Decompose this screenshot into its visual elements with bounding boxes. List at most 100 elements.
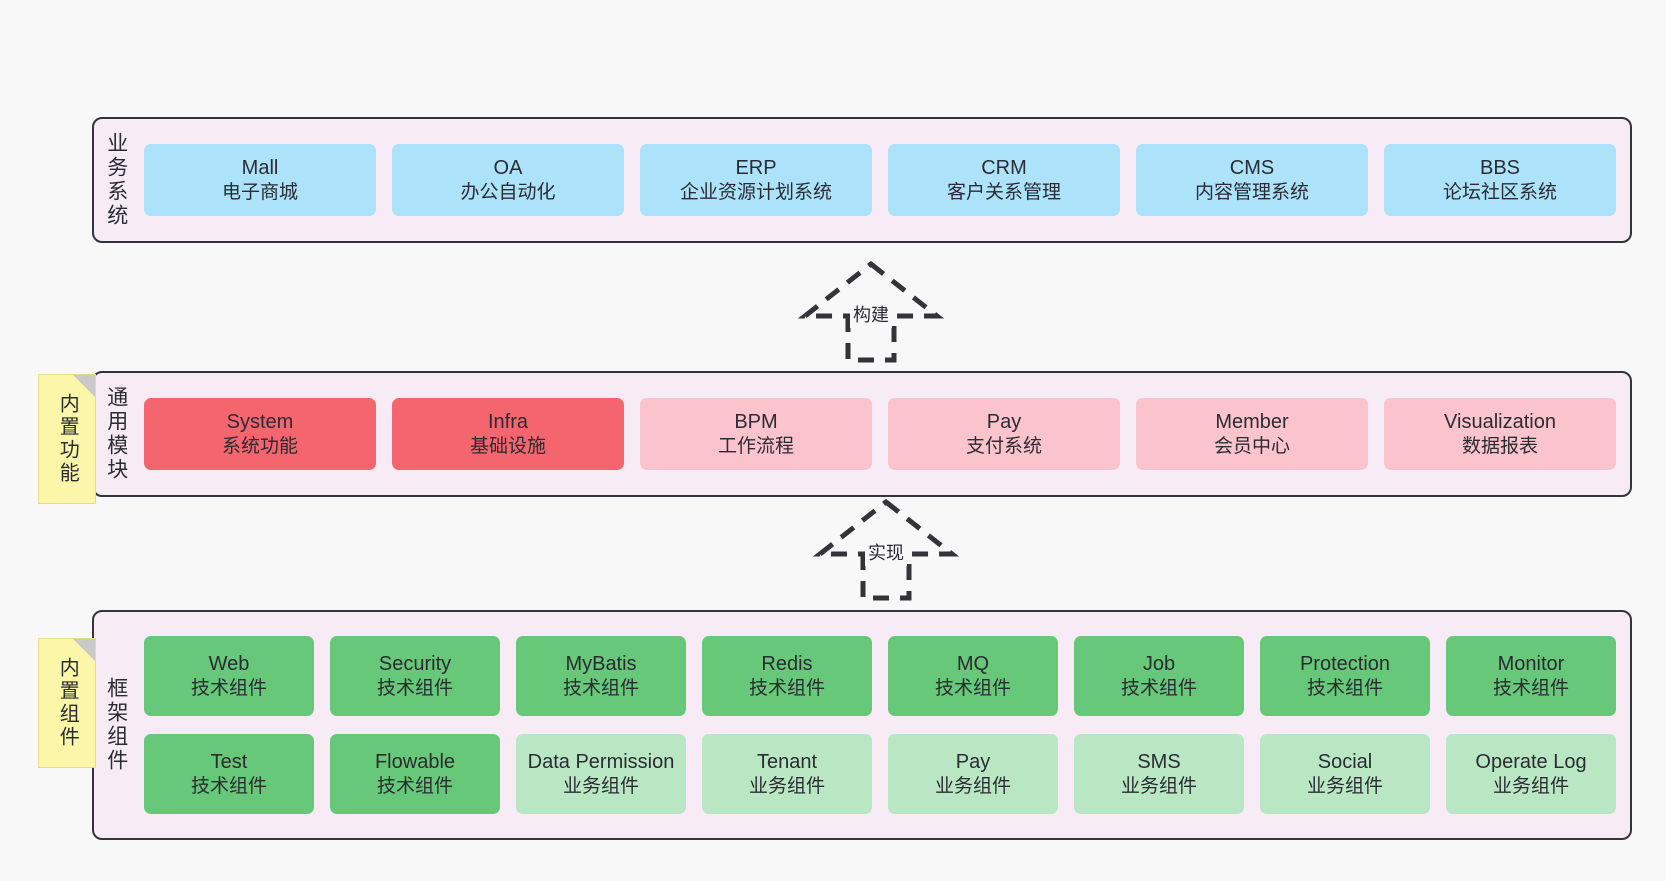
box-sms-name: SMS (1137, 750, 1180, 774)
layer-body-modules: System 系统功能 Infra 基础设施 BPM 工作流程 Pay 支付系统… (138, 373, 1630, 495)
box-mall[interactable]: Mall 电子商城 (144, 144, 376, 216)
box-bpm-name: BPM (734, 410, 777, 434)
box-pay-component-name: Pay (956, 750, 990, 774)
box-job[interactable]: Job 技术组件 (1074, 636, 1244, 716)
layer-framework-components: 框架组件 Web 技术组件 Security 技术组件 MyBatis 技术组件… (92, 610, 1632, 840)
row-business-1: Mall 电子商城 OA 办公自动化 ERP 企业资源计划系统 CRM 客户关系… (144, 144, 1616, 216)
box-flowable-name: Flowable (375, 750, 455, 774)
box-cms-desc: 内容管理系统 (1195, 181, 1309, 204)
row-framework-1: Web 技术组件 Security 技术组件 MyBatis 技术组件 Redi… (144, 636, 1616, 716)
layer-title-modules: 通用模块 (94, 373, 138, 495)
box-erp[interactable]: ERP 企业资源计划系统 (640, 144, 872, 216)
box-cms-name: CMS (1230, 156, 1274, 180)
box-web[interactable]: Web 技术组件 (144, 636, 314, 716)
box-mybatis[interactable]: MyBatis 技术组件 (516, 636, 686, 716)
box-security-name: Security (379, 652, 451, 676)
box-web-desc: 技术组件 (191, 677, 267, 700)
layer-title-business: 业务系统 (94, 119, 138, 241)
box-flowable[interactable]: Flowable 技术组件 (330, 734, 500, 814)
box-mybatis-name: MyBatis (565, 652, 636, 676)
layer-common-modules: 通用模块 System 系统功能 Infra 基础设施 BPM 工作流程 Pay… (92, 371, 1632, 497)
box-test-name: Test (211, 750, 248, 774)
box-operate-log[interactable]: Operate Log 业务组件 (1446, 734, 1616, 814)
box-monitor[interactable]: Monitor 技术组件 (1446, 636, 1616, 716)
box-system[interactable]: System 系统功能 (144, 398, 376, 470)
box-system-name: System (227, 410, 294, 434)
box-crm[interactable]: CRM 客户关系管理 (888, 144, 1120, 216)
box-security-desc: 技术组件 (377, 677, 453, 700)
box-mall-name: Mall (242, 156, 279, 180)
box-member-name: Member (1215, 410, 1288, 434)
box-protection-name: Protection (1300, 652, 1390, 676)
box-sms[interactable]: SMS 业务组件 (1074, 734, 1244, 814)
box-social[interactable]: Social 业务组件 (1260, 734, 1430, 814)
box-monitor-desc: 技术组件 (1493, 677, 1569, 700)
box-pay-component-desc: 业务组件 (935, 775, 1011, 798)
connector-implement: 实现 (801, 496, 971, 604)
box-data-permission-desc: 业务组件 (563, 775, 639, 798)
row-framework-2: Test 技术组件 Flowable 技术组件 Data Permission … (144, 734, 1616, 814)
box-redis-desc: 技术组件 (749, 677, 825, 700)
row-modules-1: System 系统功能 Infra 基础设施 BPM 工作流程 Pay 支付系统… (144, 398, 1616, 470)
box-pay-module[interactable]: Pay 支付系统 (888, 398, 1120, 470)
box-cms[interactable]: CMS 内容管理系统 (1136, 144, 1368, 216)
box-pay-module-desc: 支付系统 (966, 435, 1042, 458)
box-data-permission[interactable]: Data Permission 业务组件 (516, 734, 686, 814)
box-security[interactable]: Security 技术组件 (330, 636, 500, 716)
box-erp-desc: 企业资源计划系统 (680, 181, 832, 204)
box-bbs-name: BBS (1480, 156, 1520, 180)
box-infra-desc: 基础设施 (470, 435, 546, 458)
box-bpm[interactable]: BPM 工作流程 (640, 398, 872, 470)
note-fold-icon (73, 375, 95, 397)
box-social-name: Social (1318, 750, 1372, 774)
box-web-name: Web (209, 652, 250, 676)
box-job-desc: 技术组件 (1121, 677, 1197, 700)
box-redis[interactable]: Redis 技术组件 (702, 636, 872, 716)
box-tenant-desc: 业务组件 (749, 775, 825, 798)
connector-build: 构建 (786, 258, 956, 366)
box-member[interactable]: Member 会员中心 (1136, 398, 1368, 470)
box-bbs[interactable]: BBS 论坛社区系统 (1384, 144, 1616, 216)
box-mall-desc: 电子商城 (222, 181, 298, 204)
note-builtin-components-label: 内置组件 (56, 657, 78, 749)
layer-title-framework: 框架组件 (94, 612, 138, 838)
box-data-permission-name: Data Permission (528, 750, 675, 774)
box-operate-log-desc: 业务组件 (1493, 775, 1569, 798)
box-job-name: Job (1143, 652, 1175, 676)
box-tenant[interactable]: Tenant 业务组件 (702, 734, 872, 814)
box-protection-desc: 技术组件 (1307, 677, 1383, 700)
box-visualization-desc: 数据报表 (1462, 435, 1538, 458)
connector-build-label: 构建 (850, 300, 892, 328)
layer-business-systems: 业务系统 Mall 电子商城 OA 办公自动化 ERP 企业资源计划系统 CRM… (92, 117, 1632, 243)
box-monitor-name: Monitor (1498, 652, 1565, 676)
box-protection[interactable]: Protection 技术组件 (1260, 636, 1430, 716)
box-oa-desc: 办公自动化 (460, 181, 555, 204)
box-flowable-desc: 技术组件 (377, 775, 453, 798)
box-infra-name: Infra (488, 410, 528, 434)
box-bbs-desc: 论坛社区系统 (1443, 181, 1557, 204)
box-oa[interactable]: OA 办公自动化 (392, 144, 624, 216)
box-mybatis-desc: 技术组件 (563, 677, 639, 700)
box-test[interactable]: Test 技术组件 (144, 734, 314, 814)
box-system-desc: 系统功能 (222, 435, 298, 458)
box-mq-desc: 技术组件 (935, 677, 1011, 700)
note-builtin-components: 内置组件 (38, 638, 96, 768)
box-mq-name: MQ (957, 652, 989, 676)
box-oa-name: OA (494, 156, 523, 180)
box-sms-desc: 业务组件 (1121, 775, 1197, 798)
box-pay-component[interactable]: Pay 业务组件 (888, 734, 1058, 814)
note-builtin-functions-label: 内置功能 (56, 393, 78, 485)
box-infra[interactable]: Infra 基础设施 (392, 398, 624, 470)
connector-implement-label: 实现 (865, 538, 907, 566)
box-mq[interactable]: MQ 技术组件 (888, 636, 1058, 716)
note-builtin-functions: 内置功能 (38, 374, 96, 504)
box-crm-desc: 客户关系管理 (947, 181, 1061, 204)
box-redis-name: Redis (761, 652, 812, 676)
box-visualization-name: Visualization (1444, 410, 1556, 434)
layer-body-business: Mall 电子商城 OA 办公自动化 ERP 企业资源计划系统 CRM 客户关系… (138, 119, 1630, 241)
box-bpm-desc: 工作流程 (718, 435, 794, 458)
box-erp-name: ERP (735, 156, 776, 180)
box-visualization[interactable]: Visualization 数据报表 (1384, 398, 1616, 470)
box-pay-module-name: Pay (987, 410, 1021, 434)
